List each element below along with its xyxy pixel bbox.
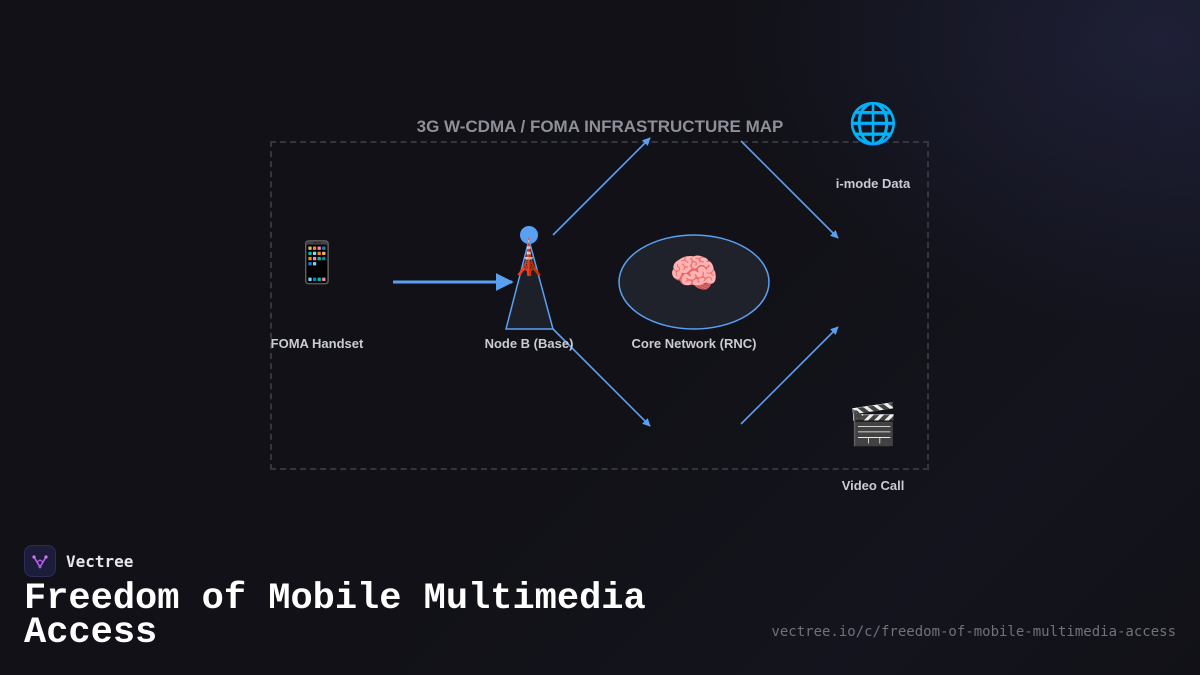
link-rnc-to-video xyxy=(740,326,839,425)
diagram-frame xyxy=(270,141,929,470)
vectree-logo-icon xyxy=(24,545,56,577)
tower-icon: 🗼 xyxy=(507,238,551,278)
core-network-ellipse xyxy=(618,234,770,330)
clapperboard-icon: 🎬 xyxy=(848,402,898,448)
brain-icon: 🧠 xyxy=(669,251,719,297)
link-rnc-to-imode xyxy=(740,140,839,239)
page-headline: Freedom of Mobile Multimedia Access xyxy=(24,578,646,654)
link-nodeb-to-rnc-lower xyxy=(552,328,651,427)
globe-icon: 🌐 xyxy=(848,101,898,147)
link-nodeb-to-rnc-upper xyxy=(552,137,651,236)
node-label-video: Video Call xyxy=(841,478,905,493)
page-url[interactable]: vectree.io/c/freedom-of-mobile-multimedi… xyxy=(771,624,1176,640)
mobile-phone-icon: 📱 xyxy=(292,240,342,286)
node-label-nodeb: Node B (Base) xyxy=(484,336,574,351)
brand-name: Vectree xyxy=(66,551,134,571)
diagram-title: 3G W-CDMA / FOMA INFRASTRUCTURE MAP xyxy=(416,117,784,136)
tower-shape xyxy=(505,237,554,330)
brand[interactable]: Vectree xyxy=(24,544,133,578)
tower-top-dot xyxy=(520,226,538,244)
node-label-imode: i-mode Data xyxy=(835,176,911,191)
node-label-rnc: Core Network (RNC) xyxy=(631,336,757,351)
node-label-handset: FOMA Handset xyxy=(270,336,364,351)
